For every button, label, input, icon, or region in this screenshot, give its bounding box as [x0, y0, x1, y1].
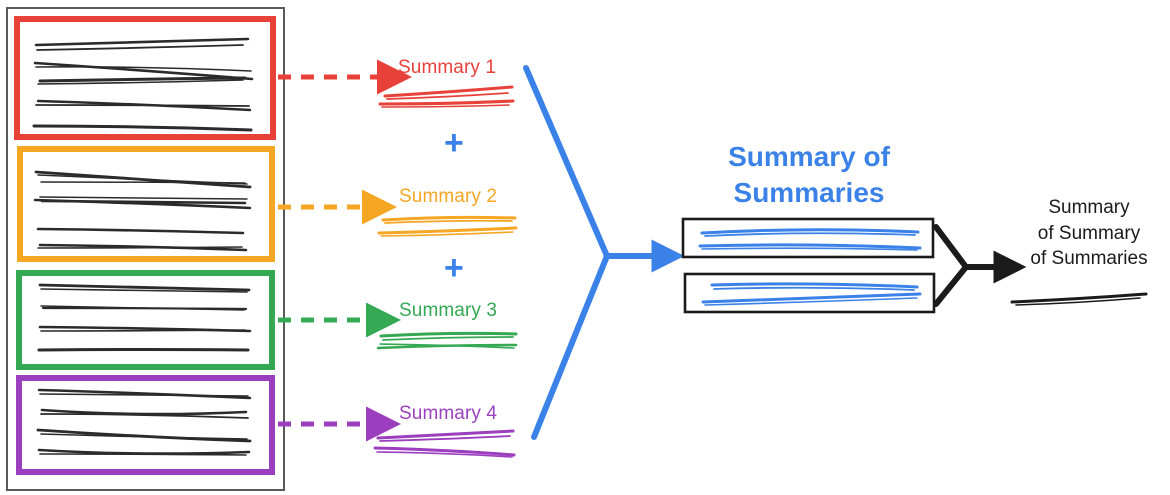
plus-operator-1: +: [444, 124, 464, 162]
chunk-3[interactable]: [16, 270, 275, 370]
summary-3-label: Summary 3: [399, 300, 498, 321]
final-output-lines: [1010, 292, 1148, 306]
summary-4-lines: [373, 429, 516, 458]
final-title-line-1: Summary: [1048, 197, 1130, 218]
chunk-2-text-lines: [33, 170, 252, 252]
merge-arrow-summaries: [523, 65, 685, 440]
summary-1-lines: [378, 85, 515, 108]
sos-box-2[interactable]: [683, 272, 936, 314]
merge-arrow-final: [933, 224, 1027, 307]
chunk-1-text-lines: [32, 37, 254, 132]
final-output-title: Summary of Summary of Summaries: [1014, 195, 1164, 272]
chunk-1-box: [14, 16, 276, 140]
summary-2-label: Summary 2: [399, 186, 498, 207]
summary-1-label: Summary 1: [398, 57, 497, 78]
chunk-4-text-lines: [36, 388, 252, 456]
summary-3-lines: [376, 331, 518, 350]
summary-2-lines: [377, 215, 518, 237]
plus-operator-2: +: [444, 249, 464, 287]
chunk-3-box: [16, 270, 275, 370]
final-title-line-2: of Summary: [1037, 222, 1141, 244]
summary-4-label: Summary 4: [399, 403, 498, 424]
sos-title-line-1: Summary of: [728, 141, 890, 172]
chunk-3-text-lines: [37, 283, 252, 352]
sos-box-1[interactable]: [681, 217, 935, 259]
sos-title-line-2: Summaries: [733, 177, 885, 209]
chunk-1[interactable]: [14, 16, 276, 140]
chunk-2[interactable]: [17, 146, 275, 262]
chunk-2-box: [17, 146, 275, 262]
chunk-4-box: [16, 375, 275, 475]
chunk-4[interactable]: [16, 375, 275, 475]
source-document-container: [6, 7, 285, 491]
sos-box-1-lines: [698, 228, 922, 251]
final-title-line-3: of Summaries: [1030, 248, 1148, 270]
sos-box-2-lines: [701, 282, 922, 306]
summary-of-summaries-title: Summary of Summaries: [690, 139, 928, 212]
